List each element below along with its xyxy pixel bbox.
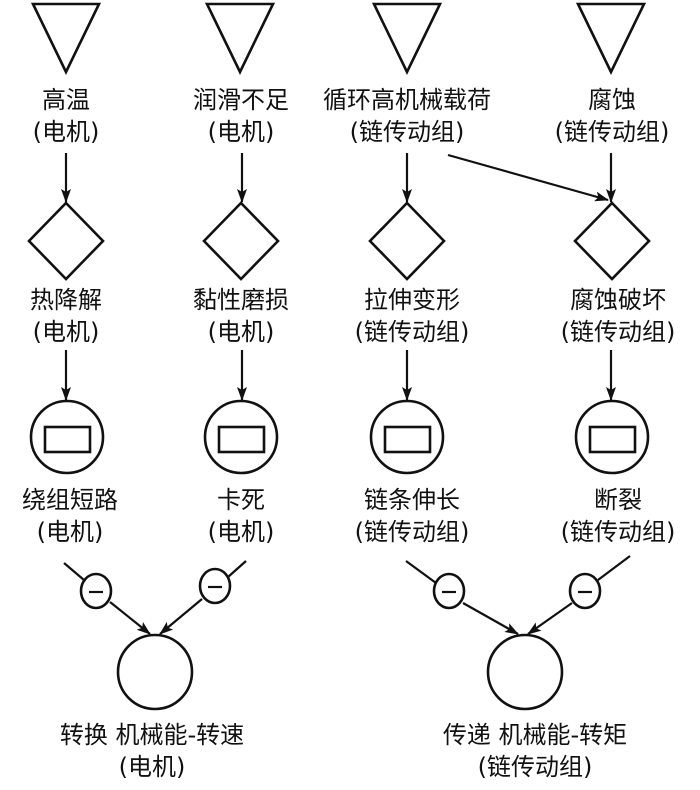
mode-circle-fracture	[574, 399, 650, 475]
node-title: 传递 机械能-转矩	[442, 721, 628, 749]
mechanism-diamond-tensile	[368, 201, 446, 281]
mode-label-winding-short: 绕组短路 (电机)	[22, 484, 118, 548]
cause-label-high-temp: 高温 (电机)	[33, 84, 100, 148]
minus-badge-chain-elongation	[432, 572, 466, 610]
mode-circle-seized	[203, 399, 279, 475]
mechanism-diamond-thermal	[27, 201, 105, 281]
node-component: (电机)	[32, 118, 100, 146]
node-title: 热降解	[30, 286, 102, 314]
mechanism-diamond-corrosion-damage	[573, 201, 651, 281]
node-component: (电机)	[207, 118, 275, 146]
minus-badge-fracture	[568, 572, 602, 610]
node-title: 绕组短路	[22, 486, 118, 514]
edge-cyclic-to-corrosion-damage	[447, 153, 609, 202]
mode-circle-winding-short	[29, 399, 105, 475]
mechanism-label-adhesive-wear: 黏性磨损 (电机)	[193, 284, 289, 348]
node-title: 卡死	[216, 486, 265, 514]
mechanism-diamond-adhesive-wear	[202, 201, 280, 281]
cause-triangle-lubrication	[204, 2, 276, 75]
mechanism-label-tensile: 拉伸变形 (链传动组)	[355, 284, 470, 348]
node-component: (电机)	[207, 518, 275, 546]
edge-winding-short-stub	[63, 562, 85, 581]
mode-label-seized: 卡死 (电机)	[208, 484, 275, 548]
function-label-convert: 转换 机械能-转速 (电机)	[60, 719, 244, 783]
mechanism-label-corrosion-damage: 腐蚀破坏 (链传动组)	[561, 284, 676, 348]
cause-label-corrosion: 腐蚀 (链传动组)	[555, 84, 670, 148]
node-component: (链传动组)	[354, 318, 470, 346]
cause-label-cyclic-load: 循环高机械载荷 (链传动组)	[323, 84, 491, 148]
node-title: 转换 机械能-转速	[59, 721, 245, 749]
node-title: 断裂	[593, 486, 642, 514]
node-component: (电机)	[36, 518, 104, 546]
node-title: 链条伸长	[363, 486, 460, 514]
node-component: (电机)	[207, 318, 275, 346]
minus-badge-seized	[198, 567, 232, 605]
cause-triangle-high-temp	[30, 2, 102, 75]
mode-label-chain-elongation: 链条伸长 (链传动组)	[355, 484, 470, 548]
mode-circle-chain-elongation	[369, 399, 445, 475]
mode-label-fracture: 断裂 (链传动组)	[561, 484, 676, 548]
function-circle-convert	[116, 633, 194, 711]
function-circle-transmit	[486, 633, 564, 711]
cause-triangle-cyclic-load	[371, 2, 443, 75]
node-component: (链传动组)	[560, 518, 676, 546]
node-component: (链传动组)	[349, 118, 465, 146]
node-title: 润滑不足	[193, 86, 289, 114]
node-title: 拉伸变形	[363, 286, 460, 314]
edge-fracture-stub	[597, 555, 631, 581]
edge-seized-to-convert	[159, 598, 203, 635]
minus-badge-winding-short	[79, 572, 113, 610]
edge-seized-stub	[227, 560, 247, 578]
node-title: 高温	[41, 86, 90, 114]
edge-winding-short-to-convert	[109, 601, 151, 635]
mechanism-label-thermal: 热降解 (电机)	[30, 284, 102, 348]
node-component: (链传动组)	[477, 753, 593, 781]
node-title: 腐蚀	[587, 86, 636, 114]
edge-elongation-to-transmit	[462, 602, 519, 635]
node-component: (电机)	[32, 318, 100, 346]
cause-triangle-corrosion	[575, 2, 647, 75]
edge-elongation-stub	[405, 560, 437, 584]
cause-label-lubrication: 润滑不足 (电机)	[193, 84, 289, 148]
node-component: (电机)	[118, 753, 186, 781]
node-component: (链传动组)	[560, 318, 676, 346]
node-component: (链传动组)	[554, 118, 670, 146]
node-title: 腐蚀破坏	[569, 286, 666, 314]
node-title: 黏性磨损	[193, 286, 289, 314]
edge-fracture-to-transmit	[527, 602, 573, 635]
node-title: 循环高机械载荷	[323, 86, 491, 114]
function-label-transmit: 传递 机械能-转矩 (链传动组)	[443, 719, 627, 783]
node-component: (链传动组)	[354, 518, 470, 546]
